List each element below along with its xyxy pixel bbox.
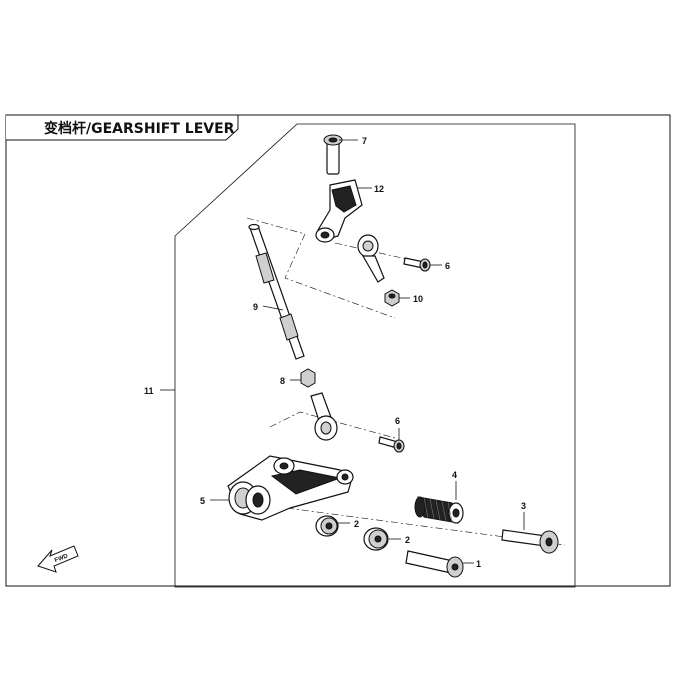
bolt-part-3 — [501, 529, 559, 554]
callout-11: 11 — [144, 386, 154, 396]
nut-part-10 — [384, 289, 400, 307]
callout-6-upper: 6 — [445, 261, 450, 271]
callout-6-lower: 6 — [395, 416, 400, 426]
callout-12: 12 — [374, 184, 384, 194]
diagram-frame — [5, 114, 671, 587]
bolt-part-7 — [323, 134, 343, 175]
callout-8: 8 — [280, 376, 285, 386]
leader-lines — [160, 139, 525, 564]
foot-peg-part-4 — [414, 496, 464, 524]
assembly-outline — [174, 123, 576, 588]
rod-part-9 — [248, 223, 305, 360]
shift-arm-part-12 — [315, 179, 363, 243]
callout-1: 1 — [476, 559, 481, 569]
nut-part-8 — [300, 368, 316, 388]
page-title: 变档杆/GEARSHIFT LEVER — [44, 120, 235, 137]
callout-7: 7 — [362, 136, 367, 146]
spacer-part-2a — [315, 515, 339, 537]
bolt-part-6-lower — [378, 436, 405, 453]
fwd-label: FWD — [54, 553, 70, 564]
callout-5: 5 — [200, 496, 205, 506]
callout-3: 3 — [521, 501, 526, 511]
bolt-part-1 — [405, 550, 464, 578]
bolt-part-6-upper — [403, 257, 431, 272]
title-tab: 变档杆/GEARSHIFT LEVER — [6, 114, 239, 141]
callout-2a: 2 — [354, 519, 359, 529]
spacer-part-2b — [363, 527, 389, 551]
callout-9: 9 — [253, 302, 258, 312]
fwd-arrow-icon: FWD — [37, 545, 79, 573]
callout-4: 4 — [452, 470, 457, 480]
shift-lever-part-5 — [227, 455, 354, 521]
ball-joint-lower — [310, 392, 338, 441]
ball-joint-upper — [357, 234, 385, 283]
callout-10: 10 — [413, 294, 423, 304]
callout-2b: 2 — [405, 535, 410, 545]
